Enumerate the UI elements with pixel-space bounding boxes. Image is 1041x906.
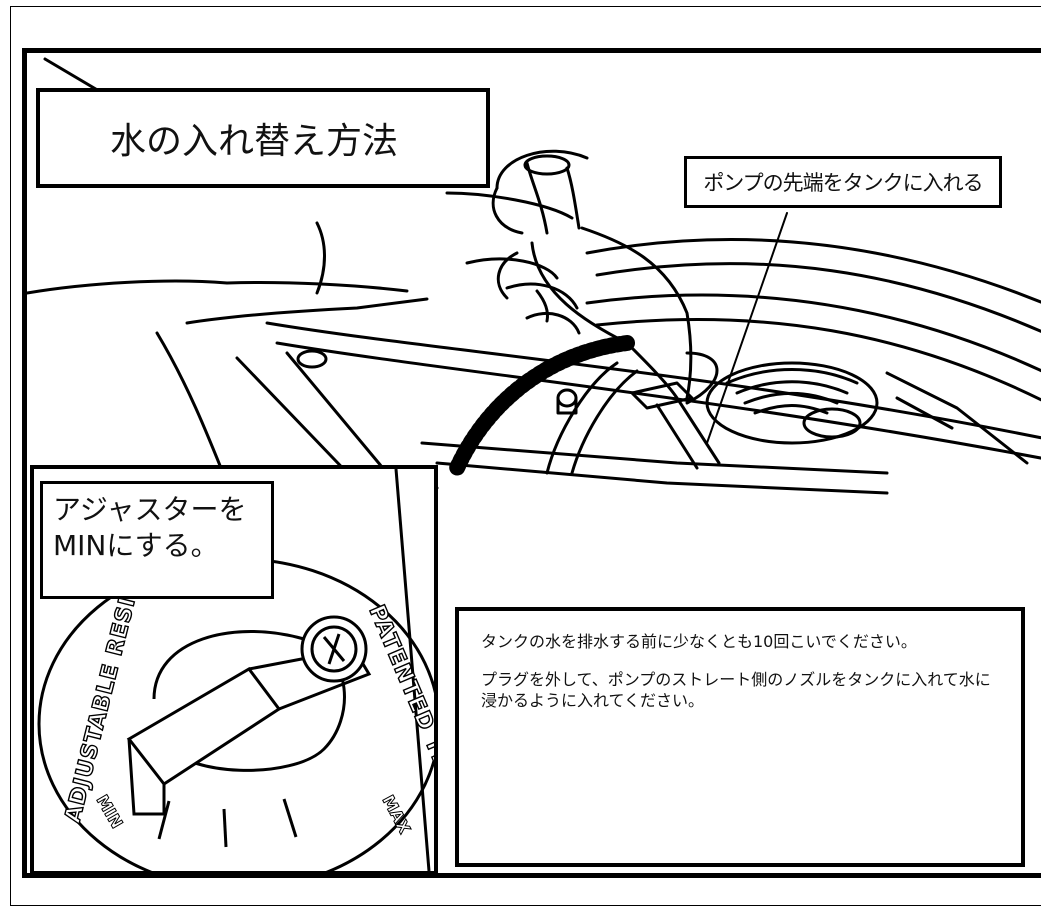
instruction-box: タンクの水を排水する前に少なくとも10回こいでください。 プラグを外して、ポンプ… — [455, 607, 1025, 867]
instruction-paragraph-1: タンクの水を排水する前に少なくとも10回こいでください。 — [481, 632, 917, 651]
adjuster-instruction: アジャスターを MINにする。 — [40, 481, 274, 599]
pump-callout-label: ポンプの先端をタンクに入れる — [684, 156, 1002, 208]
page-title: 水の入れ替え方法 — [36, 88, 490, 188]
adjuster-line-2: MINにする。 — [53, 529, 219, 563]
dial-min-label: MIN — [93, 792, 127, 832]
adjuster-line-1: アジャスターを — [53, 493, 247, 526]
instruction-paragraph-2: プラグを外して、ポンプのストレート側のノズルをタンクに入れて水に浸かるように入れ… — [481, 669, 991, 711]
dial-max-label: MAX — [378, 792, 414, 837]
resistance-dial-illustration: ADJUSTABLE RESISTANCE PATENTED TECHNOLOG… — [37, 469, 434, 871]
dial-inset: ADJUSTABLE RESISTANCE PATENTED TECHNOLOG… — [30, 465, 438, 875]
